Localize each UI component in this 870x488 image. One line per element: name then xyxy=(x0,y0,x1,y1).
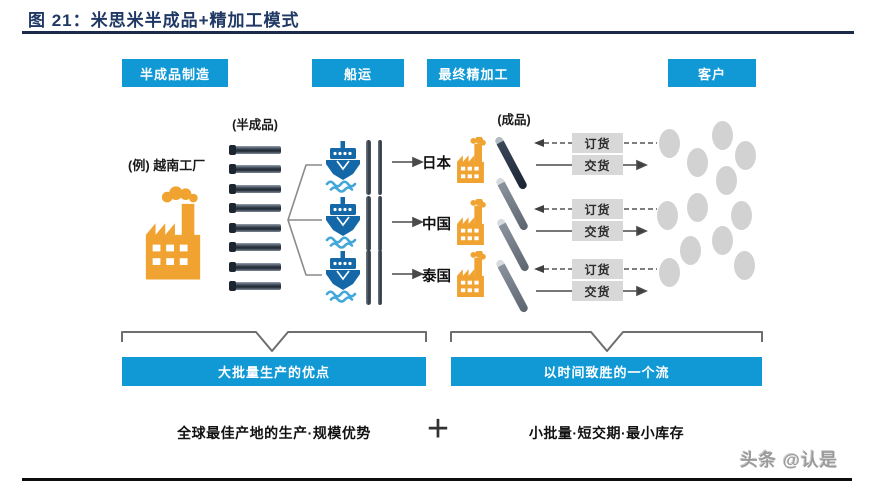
header-customers: 客户 xyxy=(668,59,756,87)
ship-icon xyxy=(325,251,360,303)
semi-product-rod xyxy=(229,184,281,194)
country-label-japan: 日本 xyxy=(422,156,451,172)
customer-dot xyxy=(657,201,678,230)
note-small-batch: 小批量·短交期·最小库存 xyxy=(528,425,685,441)
customer-dot xyxy=(659,129,680,158)
semi-product-rod xyxy=(229,242,281,252)
note-global-production: 全球最佳产地的生产·规模优势 xyxy=(177,425,371,441)
plus-sign: + xyxy=(426,408,450,450)
customer-dot xyxy=(734,251,755,280)
header-final-processing: 最终精加工 xyxy=(427,59,520,87)
order-box: 订货 xyxy=(572,133,623,153)
vietnam-factory-icon xyxy=(145,186,201,280)
order-box: 订货 xyxy=(572,199,623,219)
semi-products-label: (半成品) xyxy=(232,118,278,132)
customer-dot xyxy=(735,141,756,170)
cargo-bars xyxy=(366,196,382,251)
semi-product-rod xyxy=(229,145,281,155)
delivery-box: 交货 xyxy=(572,281,623,301)
processing-factory-icon xyxy=(457,199,486,245)
customer-dot xyxy=(659,258,680,287)
vietnam-factory-label: (例) 越南工厂 xyxy=(128,158,206,173)
cargo-bars xyxy=(366,250,382,305)
figure-title: 图 21：米思米半成品+精加工模式 xyxy=(28,11,300,30)
brace-left xyxy=(121,331,427,352)
semi-product-rod xyxy=(229,223,281,233)
customer-dot xyxy=(712,121,733,150)
brace-right xyxy=(450,331,763,352)
processing-factory-icon xyxy=(457,137,486,183)
delivery-box: 交货 xyxy=(572,155,623,175)
header-shipping: 船运 xyxy=(312,59,404,87)
watermark: 头条 @认是 xyxy=(740,450,838,470)
finished-products-label: (成品) xyxy=(497,113,531,127)
order-arrowheads xyxy=(534,139,544,273)
semi-product-rod xyxy=(229,281,281,291)
customer-dot xyxy=(712,226,733,255)
customer-dot xyxy=(680,236,701,265)
semi-product-rod xyxy=(229,203,281,213)
summary-box-mass-production: 大批量生产的优点 xyxy=(122,357,426,386)
processing-factory-icon xyxy=(457,251,486,297)
customer-dot xyxy=(731,201,752,230)
cargo-bars xyxy=(366,140,382,195)
bottom-divider xyxy=(22,478,852,481)
customer-dot xyxy=(716,166,737,195)
fan-lines xyxy=(287,164,322,276)
ship-icon xyxy=(325,141,360,193)
semi-product-rod xyxy=(229,164,281,174)
summary-box-time-flow: 以时间致胜的一个流 xyxy=(451,357,762,386)
header-semi-manufacturing: 半成品制造 xyxy=(122,59,228,87)
customer-dot xyxy=(687,148,708,177)
customer-dot xyxy=(687,193,708,222)
semi-product-rod xyxy=(229,262,281,272)
country-arrows xyxy=(392,156,424,280)
country-label-thailand: 泰国 xyxy=(422,269,451,285)
order-box: 订货 xyxy=(572,259,623,279)
title-divider xyxy=(22,31,854,34)
ship-icon xyxy=(325,197,360,249)
country-label-china: 中国 xyxy=(422,217,451,233)
delivery-box: 交货 xyxy=(572,221,623,241)
